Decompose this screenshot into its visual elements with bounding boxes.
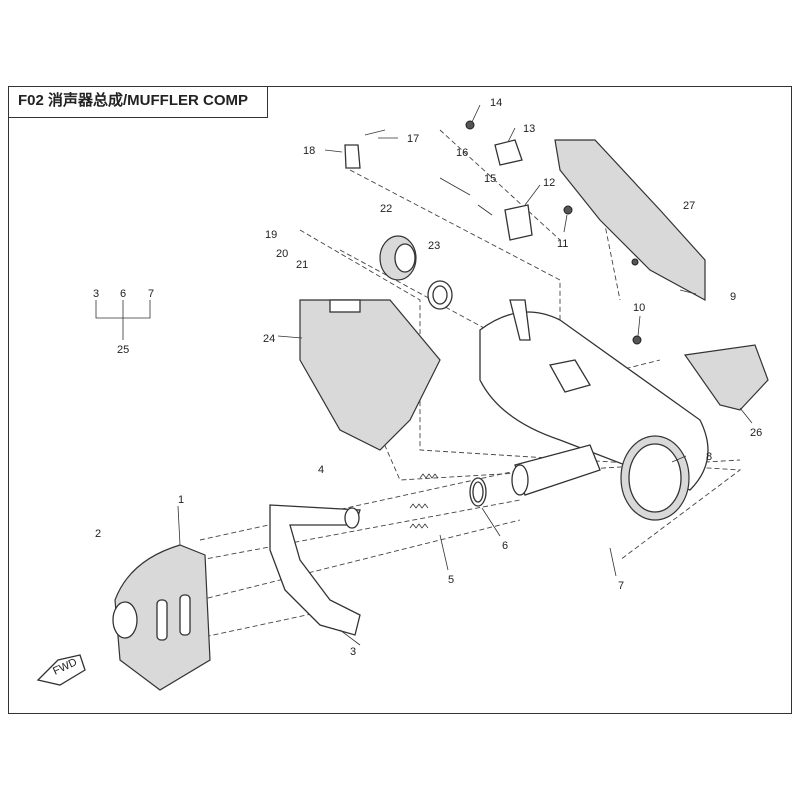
callout-16: 16 xyxy=(456,147,468,159)
callout-6: 6 xyxy=(502,540,508,552)
diagram-title: F02 消声器总成/MUFFLER COMP xyxy=(8,86,268,118)
connector-pipe xyxy=(511,444,601,496)
callout-10: 10 xyxy=(633,302,645,314)
callout-9: 9 xyxy=(730,291,736,303)
callout-8: 8 xyxy=(706,451,712,463)
callout-18: 18 xyxy=(303,145,315,157)
callout-14: 14 xyxy=(490,97,502,109)
leader-lines xyxy=(177,104,753,646)
callout-11: 11 xyxy=(557,238,568,250)
group-key-member-3: 3 xyxy=(93,288,99,300)
callout-2: 2 xyxy=(95,528,101,540)
callout-21: 21 xyxy=(296,259,308,271)
callout-13: 13 xyxy=(523,123,535,135)
heat-shield-rear xyxy=(683,344,769,411)
callout-1: 1 xyxy=(178,494,184,506)
callout-5: 5 xyxy=(448,574,454,586)
callout-20: 20 xyxy=(276,248,288,260)
inlet-flange xyxy=(379,235,453,310)
group-key xyxy=(95,300,151,340)
callout-25: 25 xyxy=(117,344,129,356)
callout-22: 22 xyxy=(380,203,392,215)
heat-shield-left xyxy=(299,299,441,451)
springs xyxy=(409,473,439,529)
fwd-arrow: FWD xyxy=(36,654,86,686)
callout-26: 26 xyxy=(750,427,762,439)
heat-shield-upper xyxy=(554,139,706,302)
gasket-ring xyxy=(469,477,487,507)
callout-19: 19 xyxy=(265,229,277,241)
callout-4: 4 xyxy=(318,464,324,476)
muffler-body xyxy=(479,299,709,521)
callouts: 1 2 3 4 5 6 7 8 9 10 11 12 13 14 15 16 1… xyxy=(93,97,762,658)
callout-27: 27 xyxy=(683,200,695,212)
callout-7: 7 xyxy=(618,580,624,592)
exhaust-pipe xyxy=(269,504,361,636)
callout-17: 17 xyxy=(407,133,419,145)
front-shield xyxy=(112,544,211,691)
callout-3: 3 xyxy=(350,646,356,658)
callout-24: 24 xyxy=(263,333,275,345)
callout-12: 12 xyxy=(543,177,555,189)
group-key-member-6: 6 xyxy=(120,288,126,300)
group-key-member-7: 7 xyxy=(148,288,154,300)
callout-15: 15 xyxy=(484,173,496,185)
callout-23: 23 xyxy=(428,240,440,252)
diagram-frame xyxy=(8,86,792,714)
